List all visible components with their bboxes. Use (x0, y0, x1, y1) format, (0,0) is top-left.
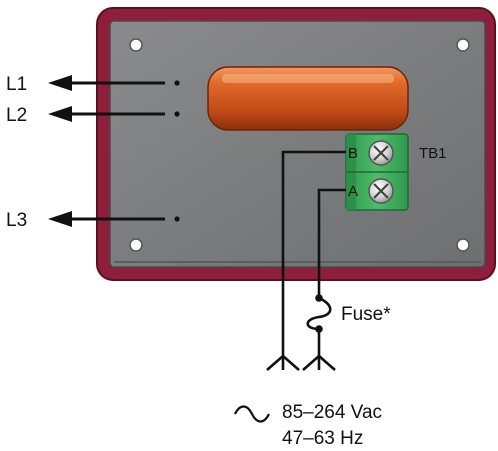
terminal-screw-b (368, 140, 394, 166)
wire-b-to-supply (281, 150, 346, 370)
supply-lead-right-fork (302, 354, 336, 371)
l3-connection-dot (174, 216, 180, 222)
mounting-hole-top-right (456, 38, 470, 52)
supply-frequency-label: 47–63 Hz (282, 428, 363, 449)
heater-element-shine (222, 74, 394, 83)
output-label-l1: L1 (6, 74, 27, 95)
l1-arrow (48, 75, 165, 91)
mounting-hole-bottom-left (129, 238, 143, 252)
mounting-hole-bottom-right (456, 238, 470, 252)
l2-arrow (48, 106, 165, 122)
fuse-symbol (306, 294, 332, 333)
mounting-panel (109, 20, 486, 268)
output-label-l3: L3 (6, 210, 27, 231)
terminal-block-label: TB1 (419, 145, 447, 162)
l3-arrow (48, 211, 165, 227)
mounting-hole-top-left (129, 38, 143, 52)
output-label-l2: L2 (6, 105, 27, 126)
ac-sine-icon (234, 405, 270, 423)
wire-a-to-fuse (317, 188, 346, 297)
l1-connection-dot (174, 80, 180, 86)
terminal-label-a: A (348, 183, 358, 200)
terminal-label-b: B (348, 145, 358, 162)
l2-connection-dot (174, 111, 180, 117)
supply-voltage-label: 85–264 Vac (282, 402, 382, 423)
fuse-label: Fuse* (341, 304, 391, 325)
terminal-screw-a (368, 178, 394, 204)
supply-lead-left-fork (266, 354, 300, 371)
